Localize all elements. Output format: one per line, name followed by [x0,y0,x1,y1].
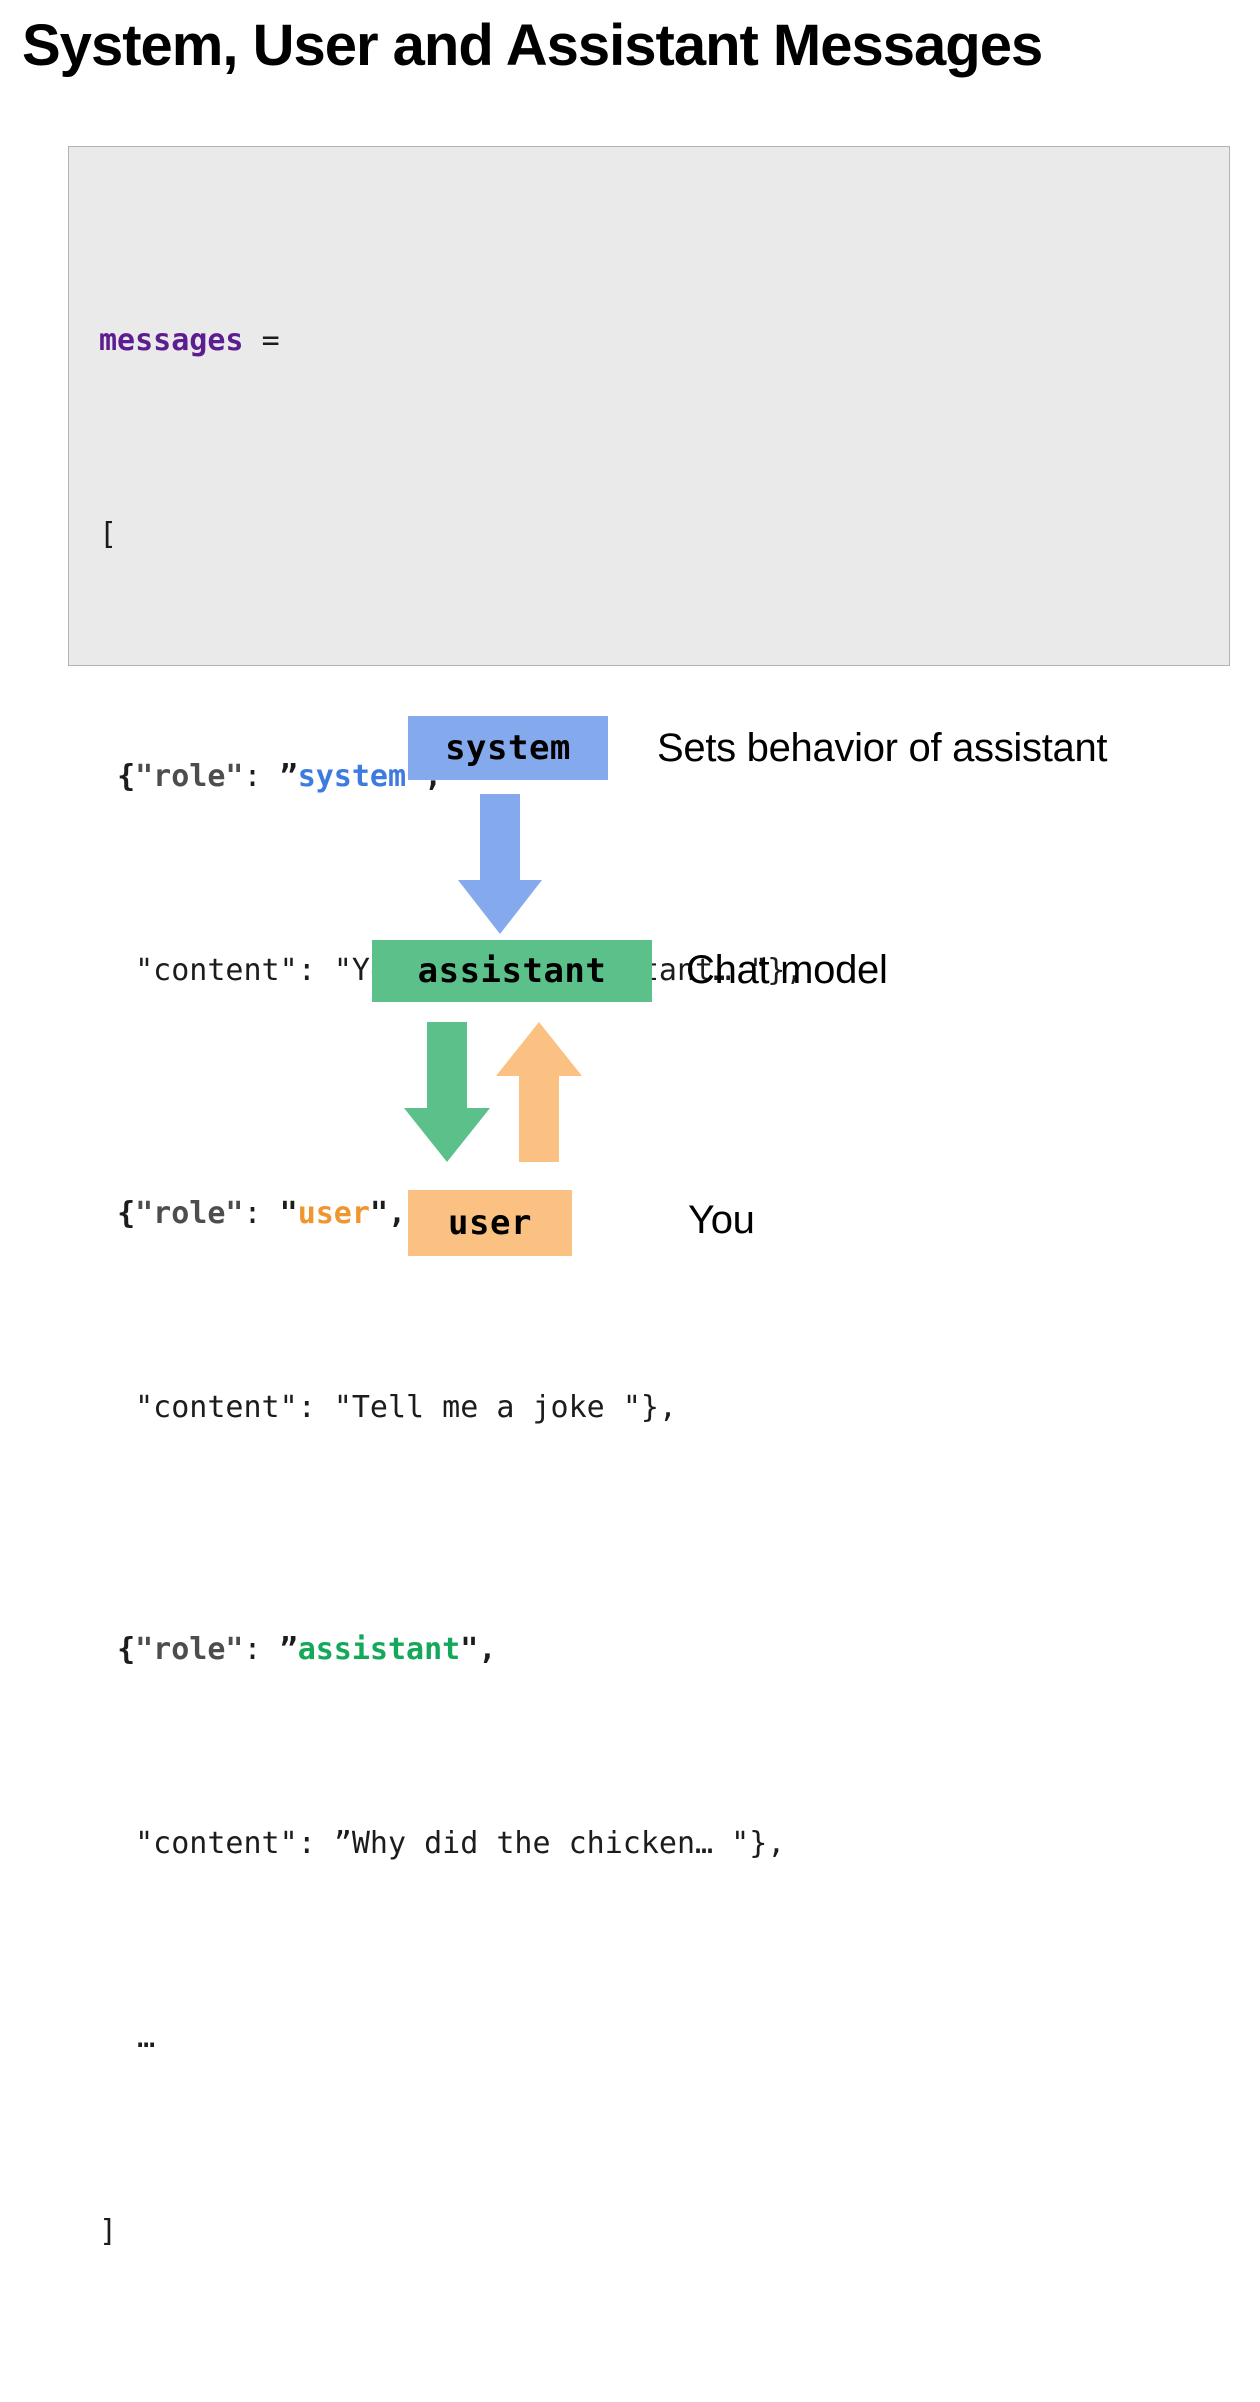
role-value-user: user [297,1195,370,1231]
colon-token: : [243,759,280,794]
close-quote-token: " [369,1195,388,1231]
key-role-token: "role" [135,1195,244,1231]
content-value-user: Tell me a joke [351,1389,623,1425]
colon-token: : [243,1195,280,1231]
key-content-token: "content" [135,953,298,988]
arrow-assistant-to-user-icon [404,1022,490,1162]
colon-token: : [243,1632,280,1667]
code-line-role-assistant: {"role": ”assistant", [99,1626,1229,1675]
code-line-role-system: {"role": ”system", [99,753,1229,802]
colon-token: : [297,1826,334,1861]
comma-token: , [478,1632,497,1667]
content-value-assistant: Why did the chicken… [351,1826,732,1861]
role-value-assistant: assistant [297,1632,461,1667]
code-line-open-bracket: [ [99,511,1229,560]
colon-token: : [297,1389,334,1425]
key-role-token: "role" [135,1632,244,1667]
close-bracket-token: ] [99,2214,118,2249]
code-line-ellipsis: … [99,2014,1229,2063]
quote-token: " [333,953,352,988]
colon-token: : [297,953,334,988]
code-line-close-bracket: ] [99,2208,1229,2257]
role-value-system: system [297,759,407,794]
code-line-role-user: {"role": "user", [99,1190,1229,1239]
assign-operator-token: = [261,322,280,358]
open-quote-token: ” [279,1632,298,1667]
arrow-user-to-assistant-icon [496,1022,582,1162]
quote-token: ” [333,1826,352,1861]
open-quote-token: ” [279,759,298,794]
close-brace-token: "}, [749,953,804,988]
diagram-node-assistant[interactable]: assistant [372,940,652,1002]
open-brace-token: { [117,1195,136,1231]
page-title: System, User and Assistant Messages [22,13,1043,78]
code-line-content-user: "content": "Tell me a joke "}, [99,1384,1229,1433]
variable-name-token: messages [99,322,244,358]
ellipsis-token: … [137,2020,157,2055]
key-content-token: "content" [135,1389,298,1425]
open-bracket-token: [ [99,516,118,552]
key-role-token: "role" [135,759,244,794]
diagram-description-user: You [688,1198,755,1242]
code-line-content-assistant: "content": ”Why did the chicken… "}, [99,1820,1229,1869]
close-brace-token: "}, [731,1826,786,1861]
diagram-description-system: Sets behavior of assistant [657,726,1108,770]
open-brace-token: { [117,759,136,794]
close-brace-token: "}, [622,1389,677,1425]
message-flow-diagram: system Sets behavior of assistant assist… [372,716,1108,1256]
open-brace-token: { [117,1632,136,1667]
key-content-token: "content" [135,1826,298,1861]
diagram-node-user[interactable]: user [408,1190,572,1256]
quote-token: " [333,1389,352,1425]
comma-token: , [388,1195,407,1231]
arrow-system-to-assistant-icon [458,794,542,934]
diagram-node-system[interactable]: system [408,716,608,780]
close-quote-token: " [460,1632,479,1667]
open-quote-token: " [279,1195,298,1231]
code-line-assignment: messages = [99,317,1229,366]
diagram-description-assistant: Chat model [686,948,888,992]
